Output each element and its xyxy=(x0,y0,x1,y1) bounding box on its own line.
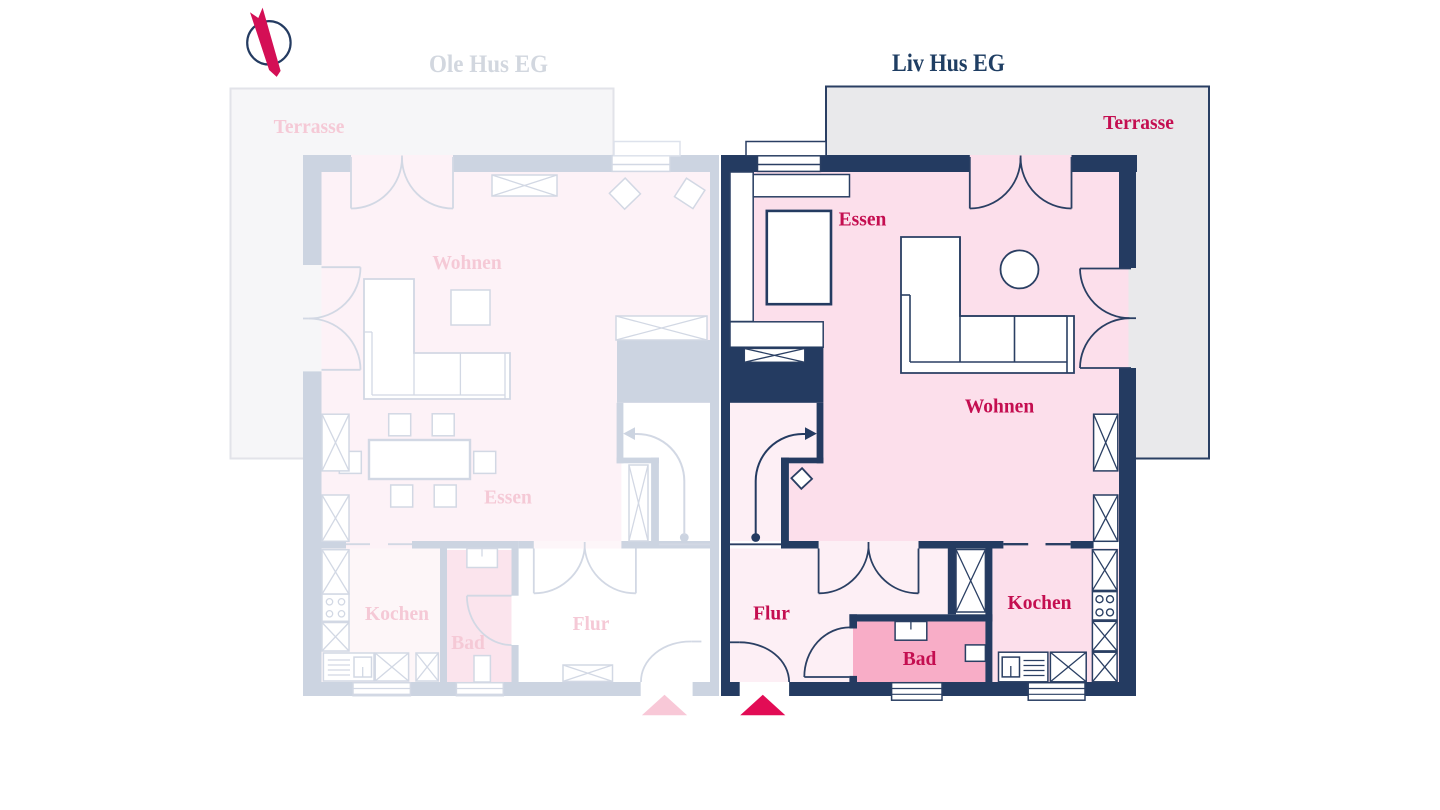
svg-text:Terrasse: Terrasse xyxy=(274,117,345,138)
svg-text:Liv Hus EG: Liv Hus EG xyxy=(892,48,1005,77)
svg-text:Bad: Bad xyxy=(451,633,485,654)
svg-text:Kochen: Kochen xyxy=(1008,593,1072,614)
svg-text:Ole Hus EG: Ole Hus EG xyxy=(429,49,548,78)
svg-text:Bad: Bad xyxy=(903,649,937,670)
svg-text:Essen: Essen xyxy=(484,488,532,509)
svg-text:Flur: Flur xyxy=(753,604,790,625)
svg-text:Kochen: Kochen xyxy=(365,604,429,625)
svg-text:Terrasse: Terrasse xyxy=(1103,113,1174,134)
svg-text:Wohnen: Wohnen xyxy=(432,253,502,274)
svg-text:Wohnen: Wohnen xyxy=(965,397,1035,418)
svg-text:Flur: Flur xyxy=(573,614,610,635)
svg-text:Essen: Essen xyxy=(839,210,887,231)
